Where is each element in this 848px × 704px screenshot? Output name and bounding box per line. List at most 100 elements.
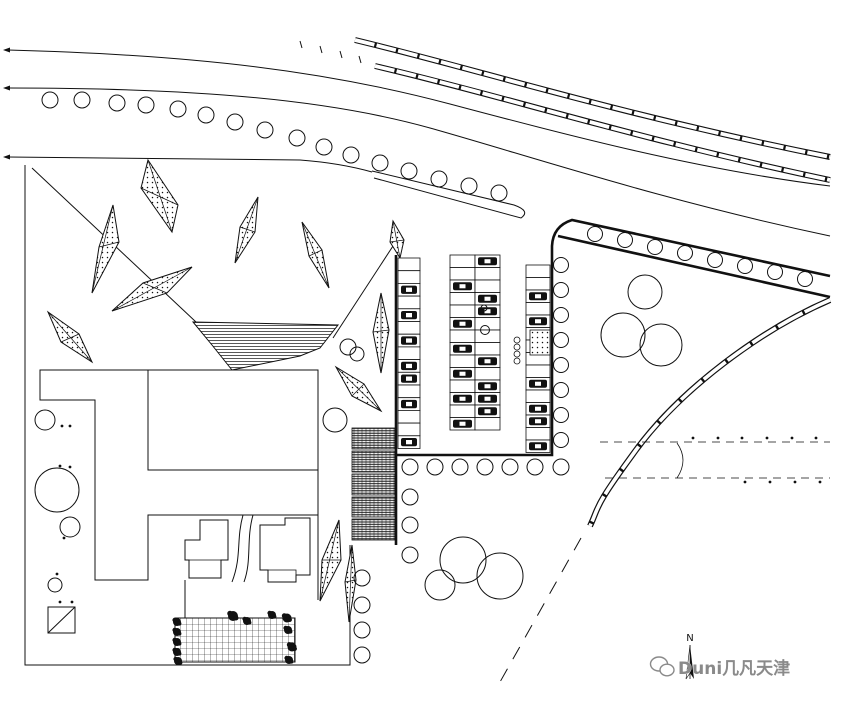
parked-car-window [406,313,412,318]
wechat-logo-bubble-small [659,663,675,677]
walkway-tree [353,569,371,587]
curb-dash [358,55,362,64]
street-tree [430,170,448,188]
shrub [172,647,182,656]
shrub-leaf [177,621,182,626]
planting-bed-axis [389,239,405,243]
planting-bed-axis [239,226,256,233]
parking-stall [449,329,476,343]
hatched-terrace-band [351,496,396,518]
parked-car-window [484,396,491,401]
parking-planting-bed [529,329,551,356]
parked-car-window [459,284,466,289]
planting-bed-axis [335,366,382,412]
planting-bed-axis [234,196,259,264]
parking-stall [397,422,421,437]
planting-bed-axis [91,204,114,294]
parking-stall [449,404,476,418]
marker-dot [814,436,818,440]
parking-stall-column-center-east [474,254,501,431]
canopy-tree [59,516,81,538]
parking-stall [449,267,476,281]
street-tree [460,177,478,195]
parking-tree [553,357,569,373]
east-boundary-wall-core [588,298,831,527]
parking-east-tree-row [553,257,569,448]
marker-dot [765,436,769,440]
shrub-leaf [286,642,292,648]
parked-car-window [459,396,466,401]
planting-bed [111,266,193,312]
parking-stall-column-west [397,257,421,449]
shrub [267,610,277,619]
canopy-tree [480,304,488,312]
hatched-terrace-band [351,473,396,496]
parked-car-window [406,287,412,292]
street-tree [617,232,633,248]
planting-bed [234,196,259,264]
street-tree [197,106,215,124]
parking-south-tree-row [401,458,570,476]
shrub-leaf [284,655,289,661]
parking-tree [553,282,569,298]
shrub-leaf [172,627,177,633]
shrub-leaf [247,620,252,625]
street-tree [400,162,418,180]
parking-stall [397,295,421,310]
marker-dot [768,480,772,484]
planting-bed [91,204,120,294]
north-arrow-head-filled [690,645,694,679]
parked-car-window [484,359,491,364]
shrub-leaf [177,651,182,656]
parking-stall [474,417,501,431]
canopy-roof [191,321,340,371]
roads-layer [3,37,831,237]
parking-stall [474,267,501,281]
wechat-logo-icon [649,656,675,677]
parking-stall [474,329,501,343]
parking-stall [397,409,421,424]
bollard [513,336,521,344]
curb-dash-marks [299,40,362,64]
marker-dot [58,464,62,468]
road-direction-arrow-icon [3,154,10,160]
marker-dot [62,536,66,540]
parking-tree [526,458,544,476]
marker-dot [70,600,74,604]
street-tree [315,138,333,156]
planting-bed-axis [98,241,120,248]
planting-bed-axis [142,282,168,294]
marker-dot [68,465,72,469]
shrub [283,625,293,634]
parked-car-window [459,321,466,326]
curb-dash [299,40,303,49]
curb-dash [319,45,323,54]
shrub-leaf [242,616,247,622]
parking-tree [552,458,570,476]
shrub-leaf [267,610,272,616]
shrub-leaf [289,659,294,664]
utility-box-diagonal [47,606,76,634]
street-tree [677,245,693,261]
west-walk-tree-column [353,569,371,664]
shrub-leaf [172,617,177,623]
street-tree [108,94,126,112]
annex-building-east-inner [268,569,297,575]
paving-strip-lower-blocks [374,64,831,182]
parking-stall [397,257,421,272]
parking-tree [426,458,444,476]
garden-path-west-edge [231,514,244,583]
parking-stall [474,317,501,331]
street-tree [288,129,306,147]
parked-car-window [484,259,491,264]
canopy-tree [47,577,63,593]
watermark-text: Duni几凡天津 [678,658,790,679]
shrub [281,613,292,623]
planting-bed [301,221,330,289]
buildings-layer [39,321,340,663]
parked-car-window [459,346,466,351]
parked-car-window [535,319,541,324]
canopy-tree [639,323,683,367]
